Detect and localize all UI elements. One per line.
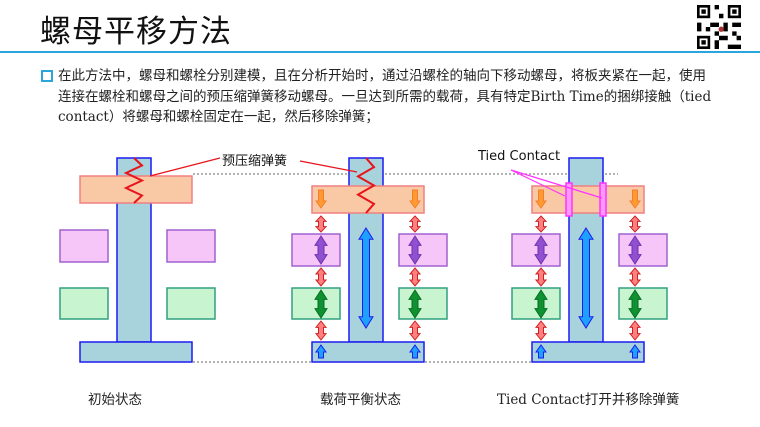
plate-arrow bbox=[408, 289, 422, 319]
plate-arrow bbox=[314, 235, 328, 265]
title-divider bbox=[0, 51, 760, 53]
nut-down-arrow bbox=[315, 189, 327, 209]
gap-arrow bbox=[628, 215, 642, 233]
tied-leader-2 bbox=[510, 169, 603, 199]
lower-plate-right bbox=[166, 287, 216, 320]
head-up-arrow bbox=[315, 344, 327, 359]
upper-plate-right bbox=[166, 229, 216, 263]
gap-arrow bbox=[534, 267, 548, 287]
gap-arrow bbox=[408, 215, 422, 233]
spring-leader-1 bbox=[149, 157, 221, 177]
bolt-tension-arrow bbox=[578, 227, 594, 329]
slide-title: 螺母平移方法 bbox=[40, 14, 232, 50]
upper-plate-left bbox=[291, 233, 341, 267]
lower-plate-left bbox=[59, 287, 109, 320]
nut bbox=[531, 185, 645, 214]
head-up-arrow bbox=[629, 344, 641, 359]
gap-arrow bbox=[408, 267, 422, 287]
bolt-head bbox=[79, 341, 193, 363]
upper-plate-left bbox=[59, 229, 109, 263]
caption-tied: Tied Contact打开并移除弹簧 bbox=[497, 392, 680, 408]
lower-plate-left bbox=[511, 287, 561, 320]
nut-down-arrow bbox=[409, 189, 421, 209]
upper-plate-right bbox=[618, 233, 668, 267]
nut-down-arrow bbox=[629, 189, 641, 209]
preload-spring bbox=[355, 157, 377, 214]
head-up-arrow bbox=[535, 344, 547, 359]
upper-plate-right bbox=[398, 233, 448, 267]
caption-equilibrium: 载荷平衡状态 bbox=[320, 392, 401, 408]
spring-leader-2 bbox=[299, 160, 358, 173]
bullet-text: 在此方法中，螺母和螺栓分别建模，且在分析开始时，通过沿螺栓的轴向下移动螺母，将板… bbox=[58, 68, 712, 125]
plate-arrow bbox=[534, 289, 548, 319]
bolt-head bbox=[311, 341, 425, 363]
gap-arrow bbox=[534, 215, 548, 233]
qr-code-icon bbox=[697, 5, 741, 49]
gap-arrow bbox=[534, 320, 548, 341]
head-up-arrow bbox=[409, 344, 421, 359]
upper-plate-left bbox=[511, 233, 561, 267]
tied-leader-1 bbox=[510, 169, 566, 197]
gap-arrow bbox=[628, 320, 642, 341]
gap-arrow bbox=[314, 320, 328, 341]
spring-label: 预压缩弹簧 bbox=[222, 154, 288, 169]
plate-arrow bbox=[628, 289, 642, 319]
gap-arrow bbox=[408, 320, 422, 341]
plate-arrow bbox=[534, 235, 548, 265]
caption-initial: 初始状态 bbox=[88, 392, 142, 408]
bullet-marker bbox=[41, 70, 53, 82]
plate-arrow bbox=[408, 235, 422, 265]
tied-contact-left bbox=[565, 182, 573, 217]
plate-arrow bbox=[314, 289, 328, 319]
lower-plate-right bbox=[398, 287, 448, 320]
tied-contact-right bbox=[599, 182, 607, 217]
bolt-head bbox=[531, 341, 645, 363]
gap-arrow bbox=[628, 267, 642, 287]
gap-arrow bbox=[314, 267, 328, 287]
lower-plate-left bbox=[291, 287, 341, 320]
gap-arrow bbox=[314, 215, 328, 233]
plate-arrow bbox=[628, 235, 642, 265]
bolt-tension-arrow bbox=[358, 227, 374, 329]
preload-spring bbox=[123, 157, 145, 204]
nut bbox=[79, 175, 193, 204]
nut-down-arrow bbox=[535, 189, 547, 209]
lower-plate-right bbox=[618, 287, 668, 320]
tied-contact-label: Tied Contact bbox=[478, 149, 561, 164]
